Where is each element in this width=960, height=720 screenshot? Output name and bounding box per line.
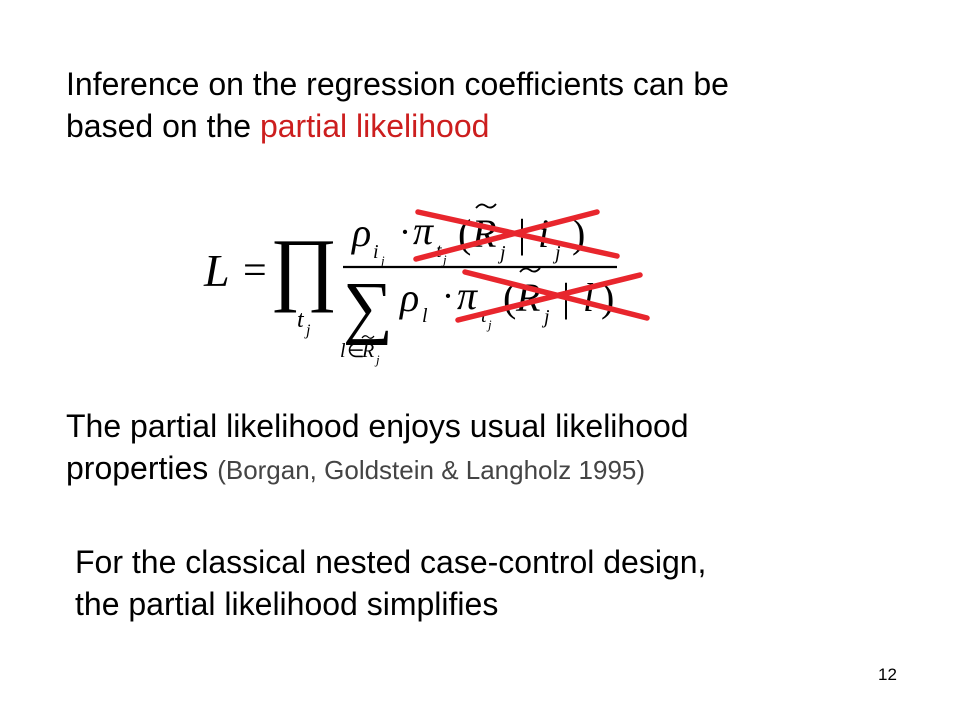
denominator-R-sub-j: j [541,306,550,328]
sum-index-R: R [361,340,374,362]
formula-lhs: L [203,245,230,296]
inference-line-2: based on the [66,108,260,144]
inference-paragraph: Inference on the regression coefficients… [66,63,729,147]
numerator-strike-cross [413,209,620,262]
sum-symbol: ∑ [343,269,393,346]
sum-index-l: l [340,340,346,362]
numerator-R-sub-j: j [497,242,506,264]
numerator-pi: π [413,208,434,253]
denominator-rho-sub-l: l [422,305,428,327]
citation: (Borgan, Goldstein & Langholz 1995) [217,455,646,485]
denominator-strike-cross [455,269,650,323]
numerator-R-tilde [475,203,497,209]
page-number: 12 [878,665,897,684]
denominator-R-tilde [519,267,541,273]
denominator-cond-l: l [583,275,594,320]
properties-line-2: properties [66,450,218,486]
properties-paragraph: The partial likelihood enjoys usual like… [66,405,689,491]
numerator-pi-sub-j: j [441,252,447,267]
product-symbol: ∏ [270,222,338,313]
numerator-cond-sub-j: j [552,242,561,264]
denominator-pi-sub-j: j [486,317,492,332]
denominator-pi: π [457,273,478,318]
formula-equals: = [243,248,267,294]
denominator-R: R [515,275,540,320]
sum-index-in: ∈ [347,340,364,362]
nested-design-paragraph: For the classical nested case-control de… [75,541,706,625]
numerator-rho-sub-i: i [373,241,379,263]
nested-line-1: For the classical nested case-control de… [75,544,707,580]
product-index-j: j [304,322,311,339]
partial-likelihood-highlight: partial likelihood [259,108,490,144]
numerator-rho: ρ [350,210,371,255]
denominator-dot: · [442,276,454,316]
sum-index-R-tilde [361,335,375,339]
numerator-rho-sub-j: j [379,253,385,268]
numerator-cond-i: i [538,211,549,256]
product-index-t: t [297,307,305,333]
sum-index-sub-j: j [374,352,380,367]
denominator-rho: ρ [398,275,419,320]
numerator-R: R [471,211,496,256]
nested-line-2: the partial likelihood simplifies [75,586,499,622]
inference-line-1: Inference on the regression coefficients… [66,66,729,102]
properties-line-1: The partial likelihood enjoys usual like… [66,408,689,444]
numerator-dot: · [399,212,411,252]
